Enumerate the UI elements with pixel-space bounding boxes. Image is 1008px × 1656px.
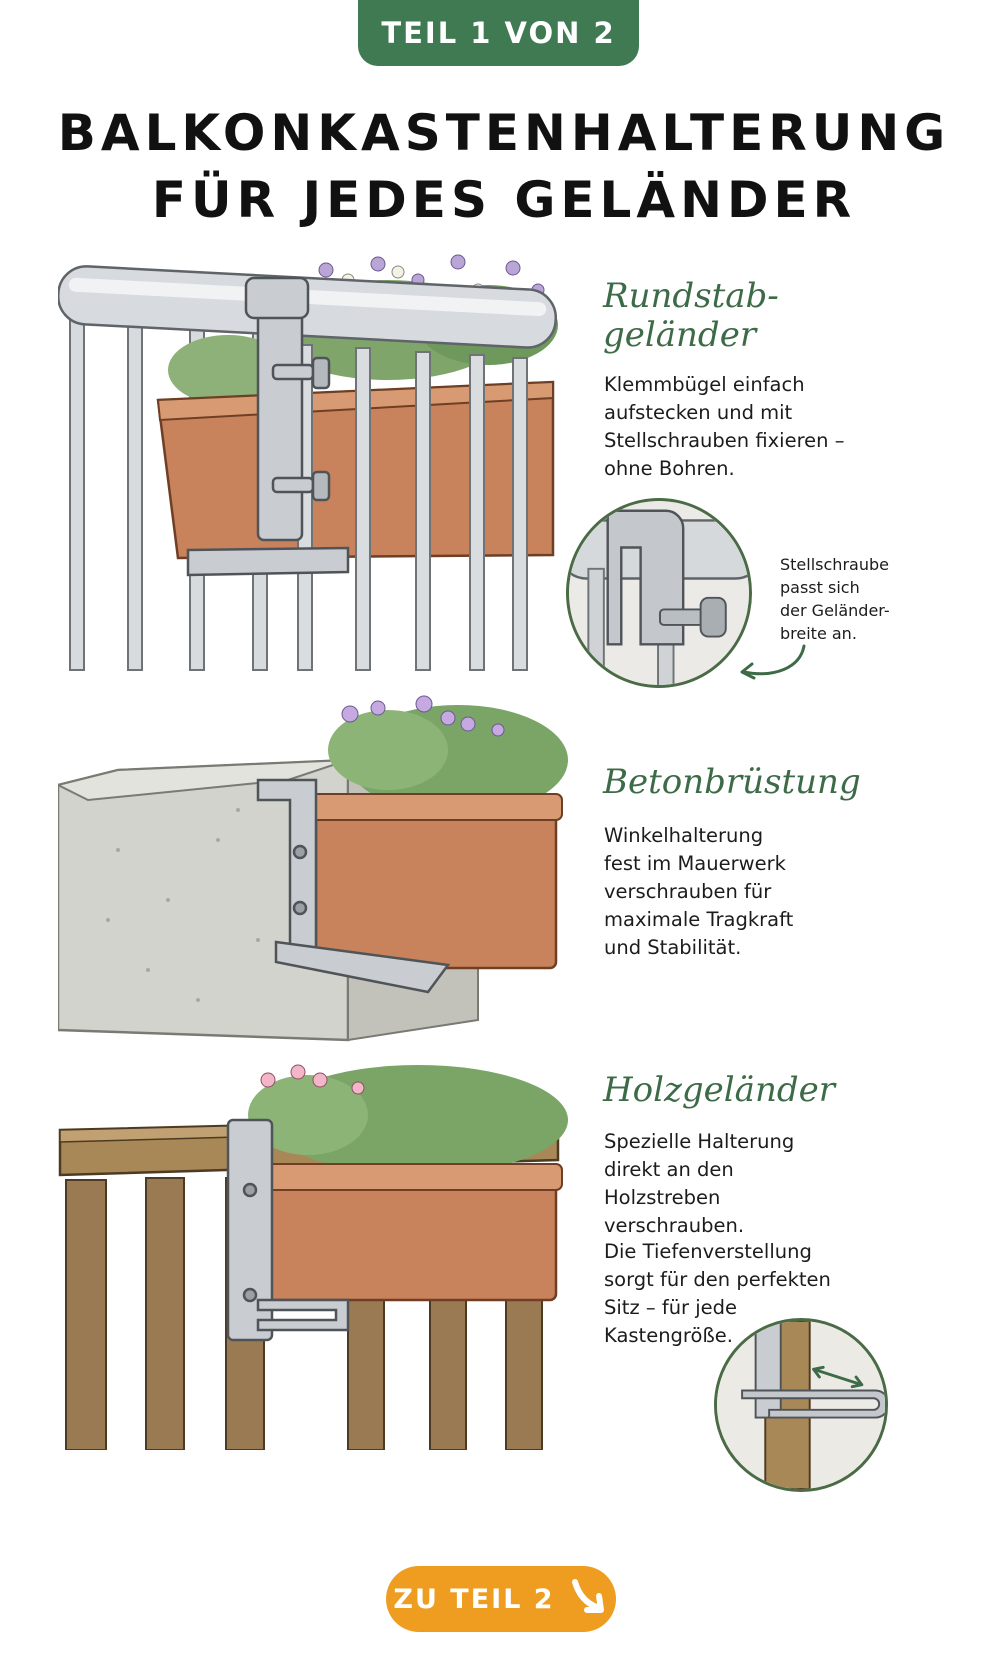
curved-arrow-icon [740, 644, 806, 680]
section1-text-line: aufstecken und mit [604, 401, 793, 424]
next-part-label: ZU TEIL 2 [393, 1583, 555, 1615]
section2-text-line: verschrauben für [604, 880, 772, 903]
section2-text: Winkelhalterung fest im Mauerwerk versch… [604, 822, 793, 962]
section2-text-line: Winkelhalterung [604, 824, 764, 847]
section2-text-line: maximale Tragkraft [604, 908, 794, 931]
arrow-down-right-icon [571, 1579, 604, 1613]
depth-adjust-detail-circle [714, 1318, 888, 1492]
page-title-line1: BALKONKASTENHALTERUNG [57, 104, 951, 162]
section1-text-line: Stellschrauben fixieren – [604, 429, 845, 452]
page-title-line2: FÜR JEDES GELÄNDER [151, 171, 857, 229]
section2-text-line: und Stabilität. [604, 936, 742, 959]
section2-text-line: fest im Mauerwerk [604, 852, 786, 875]
section1-text-line: Klemmbügel einfach [604, 373, 805, 396]
round-railing-illustration [58, 250, 568, 680]
section3-text-line: verschrauben. [604, 1214, 745, 1237]
adjust-screw-detail-circle [566, 498, 752, 688]
section1-text-line: ohne Bohren. [604, 457, 735, 480]
section3-text2-line: Die Tiefenverstellung [604, 1240, 812, 1263]
section3-text-line: Holzstreben [604, 1186, 721, 1209]
section3-text: Spezielle Halterung direkt an den Holzst… [604, 1128, 794, 1240]
section3-text2-line: Kastengröße. [604, 1324, 733, 1347]
detail-note-line: passt sich [780, 578, 860, 597]
section3-text-line: Spezielle Halterung [604, 1130, 795, 1153]
detail-note-line: der Geländer- [780, 601, 890, 620]
section1-heading-line2: geländer [603, 315, 757, 355]
detail-note: Stellschraube passt sich der Geländer- b… [780, 553, 890, 645]
section3-text2-line: Sitz – für jede [604, 1296, 738, 1319]
detail-note-line: Stellschraube [780, 555, 889, 574]
section3-text-line: direkt an den [604, 1158, 734, 1181]
detail-note-line: breite an. [780, 624, 857, 643]
concrete-parapet-illustration [58, 690, 568, 1060]
wooden-railing-illustration [58, 1050, 568, 1450]
part-badge: TEIL 1 VON 2 [358, 0, 639, 66]
section1-text: Klemmbügel einfach aufstecken und mit St… [604, 371, 844, 483]
section3-text2-line: sorgt für den perfekten [604, 1268, 831, 1291]
next-part-button[interactable]: ZU TEIL 2 [386, 1566, 616, 1632]
section3-heading: Holzgeländer [603, 1070, 835, 1110]
section1-heading-line1: Rundstab- [603, 276, 779, 316]
section3-text2: Die Tiefenverstellung sorgt für den perf… [604, 1238, 831, 1350]
section2-heading: Betonbrüstung [603, 762, 861, 802]
